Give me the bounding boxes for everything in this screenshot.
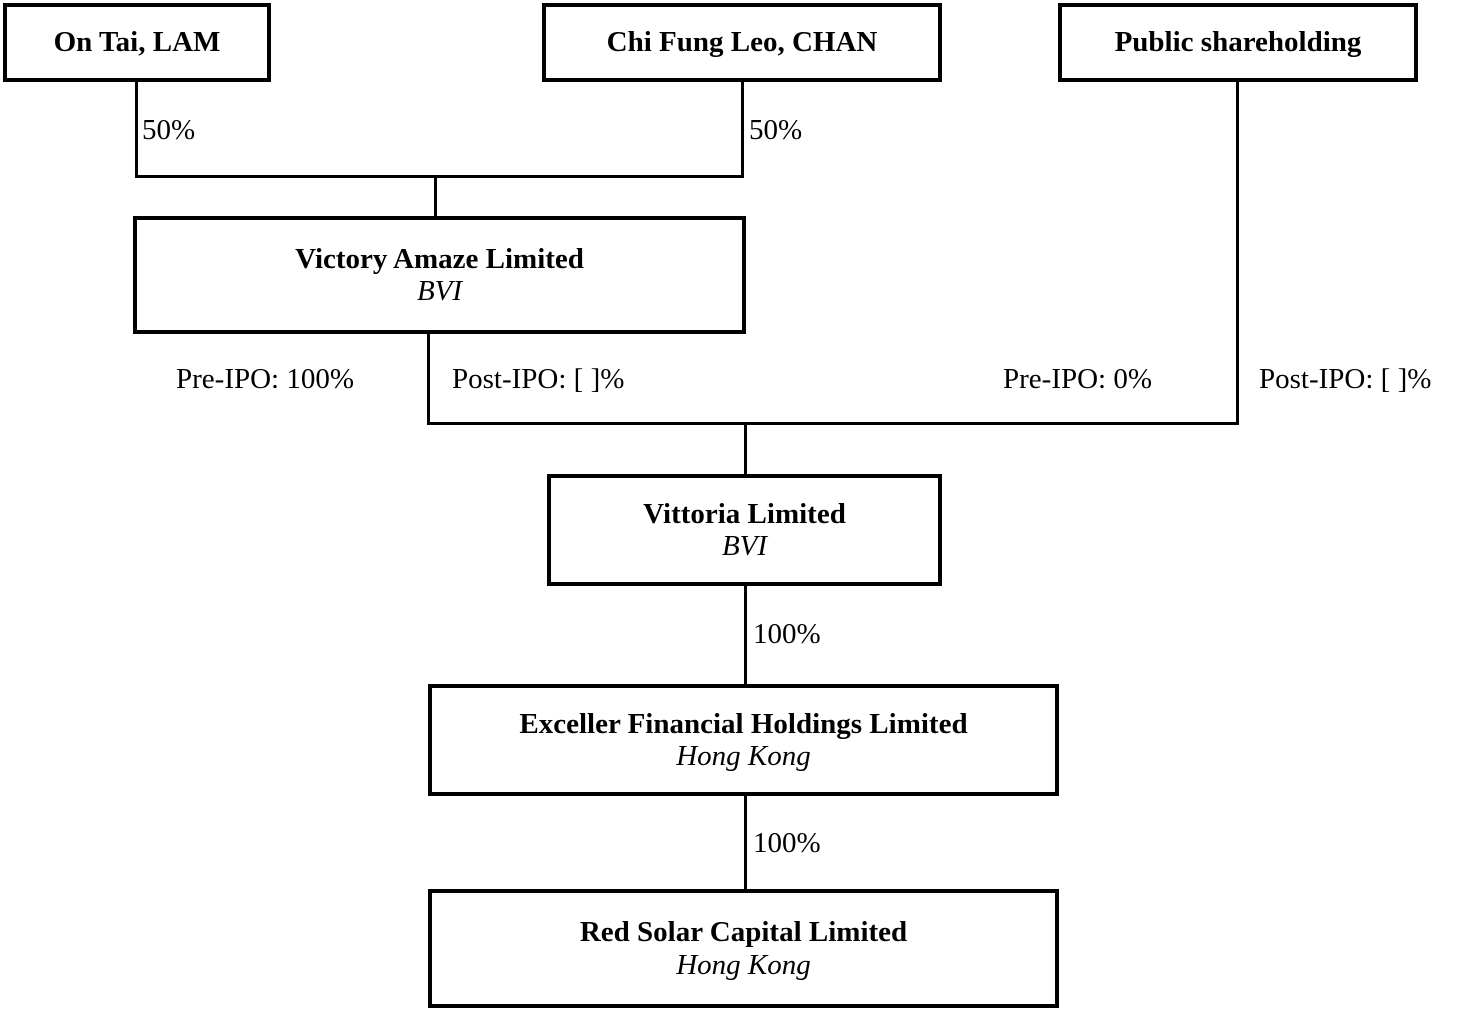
edge-label-chan-to-victory: 50% <box>749 114 803 146</box>
edge-label-vittoria-to-exceller: 100% <box>753 618 821 650</box>
node-jurisdiction-victory-amaze-limited: BVI <box>416 275 463 307</box>
node-jurisdiction-red-solar-capital-limited: Hong Kong <box>676 948 811 981</box>
node-vittoria-limited[interactable]: Vittoria Limited BVI <box>547 474 942 586</box>
node-label-vittoria-limited: Vittoria Limited <box>643 497 846 530</box>
node-jurisdiction-exceller-financial-holdings-limited: Hong Kong <box>676 740 811 772</box>
node-jurisdiction-vittoria-limited: BVI <box>721 530 768 562</box>
edge-label-exceller-to-red-solar: 100% <box>753 827 821 859</box>
edge-label-victory-post-ipo: Post-IPO: [ ]% <box>452 363 625 395</box>
edge-junction-to-vittoria <box>744 422 747 477</box>
edge-exceller-to-red-solar <box>744 795 747 891</box>
node-victory-amaze-limited[interactable]: Victory Amaze Limited BVI <box>133 216 746 334</box>
node-chi-fung-leo-chan[interactable]: Chi Fung Leo, CHAN <box>542 3 942 82</box>
edge-founders-junction-bar <box>135 175 744 178</box>
edge-vittoria-to-exceller <box>744 585 747 686</box>
edge-label-lam-to-victory: 50% <box>142 114 196 146</box>
edge-vittoria-junction-bar <box>427 422 1239 425</box>
edge-label-public-pre-ipo: Pre-IPO: 0% <box>1003 363 1153 395</box>
edge-label-public-post-ipo: Post-IPO: [ ]% <box>1259 363 1432 395</box>
node-label-chi-fung-leo-chan: Chi Fung Leo, CHAN <box>606 26 878 59</box>
node-label-victory-amaze-limited: Victory Amaze Limited <box>295 242 584 275</box>
node-label-public-shareholding: Public shareholding <box>1114 26 1362 59</box>
edge-junction-to-victory-amaze <box>434 175 437 220</box>
edge-chi-fung-leo-chan-down <box>741 81 744 177</box>
edge-public-shareholding-down <box>1236 81 1239 425</box>
node-label-red-solar-capital-limited: Red Solar Capital Limited <box>579 916 908 949</box>
edge-victory-amaze-down <box>427 333 430 425</box>
node-label-exceller-financial-holdings-limited: Exceller Financial Holdings Limited <box>519 707 968 740</box>
node-on-tai-lam[interactable]: On Tai, LAM <box>3 3 271 82</box>
node-public-shareholding[interactable]: Public shareholding <box>1058 3 1418 82</box>
node-label-on-tai-lam: On Tai, LAM <box>53 26 221 59</box>
edge-label-victory-pre-ipo: Pre-IPO: 100% <box>176 363 355 395</box>
edge-on-tai-lam-down <box>135 81 138 177</box>
node-red-solar-capital-limited[interactable]: Red Solar Capital Limited Hong Kong <box>428 889 1059 1008</box>
node-exceller-financial-holdings-limited[interactable]: Exceller Financial Holdings Limited Hong… <box>428 684 1059 796</box>
